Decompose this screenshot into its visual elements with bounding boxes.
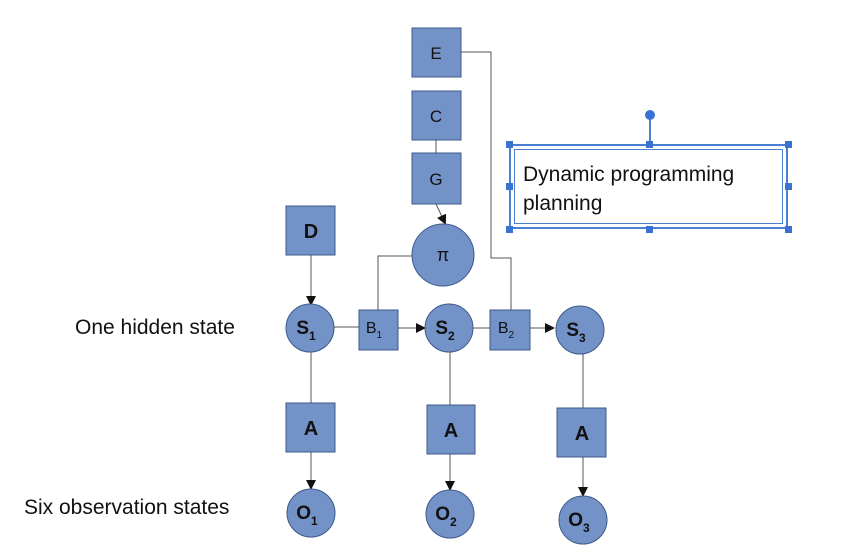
node-s3-main: S	[566, 320, 579, 341]
node-pi-label: π	[437, 245, 449, 265]
node-c-label: C	[430, 107, 442, 126]
node-o2-label: O2	[435, 504, 457, 529]
node-e[interactable]: E	[411, 27, 462, 78]
node-o1-sub: 1	[311, 514, 318, 528]
node-b1[interactable]: B1	[358, 309, 399, 351]
resize-handle-right[interactable]	[785, 183, 792, 190]
node-a3[interactable]: A	[556, 407, 607, 458]
node-a3-label: A	[575, 423, 589, 445]
node-d-label: D	[304, 221, 318, 243]
node-s3-sub: 3	[579, 331, 586, 345]
resize-handle-bottom-left[interactable]	[506, 226, 513, 233]
node-s3-label: S3	[566, 320, 586, 345]
resize-handle-top[interactable]	[646, 141, 653, 148]
node-d[interactable]: D	[285, 205, 336, 256]
node-s2-label: S2	[435, 318, 455, 343]
node-o3-main: O	[568, 510, 583, 531]
edge-pi-to-b1	[377, 255, 412, 310]
node-a1[interactable]: A	[285, 402, 336, 453]
node-b2[interactable]: B2	[489, 309, 531, 351]
node-o3[interactable]: O3	[558, 495, 608, 545]
node-c[interactable]: C	[411, 90, 462, 141]
node-o1-main: O	[296, 503, 311, 524]
rotate-stem	[649, 116, 651, 144]
node-a2[interactable]: A	[426, 404, 476, 455]
node-s1[interactable]: S1	[285, 303, 335, 353]
annotation-text[interactable]: Dynamic programming planning	[523, 163, 735, 215]
node-o2-sub: 2	[450, 515, 457, 529]
node-pi[interactable]: π	[411, 223, 475, 287]
node-o3-sub: 3	[583, 521, 590, 535]
hidden-state-label: One hidden state	[75, 316, 235, 339]
annotation-text-box[interactable]: Dynamic programming planning	[509, 144, 788, 229]
node-o3-label: O3	[568, 510, 590, 535]
node-e-label: E	[430, 44, 441, 63]
node-a1-label: A	[304, 418, 318, 440]
node-s1-sub: 1	[309, 329, 316, 343]
resize-handle-bottom-right[interactable]	[785, 226, 792, 233]
node-s2[interactable]: S2	[424, 303, 474, 353]
resize-handle-bottom[interactable]	[646, 226, 653, 233]
node-b1-sub: 1	[377, 330, 383, 341]
node-b1-main: B	[366, 320, 377, 337]
node-s2-sub: 2	[448, 329, 455, 343]
edge-e-to-b2	[461, 51, 512, 310]
node-o1[interactable]: O1	[286, 488, 336, 538]
node-o2-main: O	[435, 504, 450, 525]
resize-handle-left[interactable]	[506, 183, 513, 190]
node-s2-main: S	[435, 318, 448, 339]
node-s3[interactable]: S3	[555, 305, 605, 355]
node-b2-main: B	[498, 320, 509, 337]
resize-handle-top-right[interactable]	[785, 141, 792, 148]
node-b2-sub: 2	[509, 330, 515, 341]
node-o2[interactable]: O2	[425, 489, 475, 539]
node-g-label: G	[429, 170, 442, 189]
node-b1-label: B1	[366, 320, 383, 341]
node-s1-label: S1	[296, 318, 316, 343]
node-b2-label: B2	[498, 320, 515, 341]
observation-states-label: Six observation states	[24, 496, 230, 519]
edge-g-pi	[435, 203, 447, 225]
node-g[interactable]: G	[411, 152, 462, 205]
node-o1-label: O1	[296, 503, 318, 528]
rotate-handle[interactable]	[645, 110, 655, 120]
annotation-inner-border	[514, 149, 783, 224]
node-s1-main: S	[296, 318, 309, 339]
resize-handle-top-left[interactable]	[506, 141, 513, 148]
node-a2-label: A	[444, 420, 458, 442]
